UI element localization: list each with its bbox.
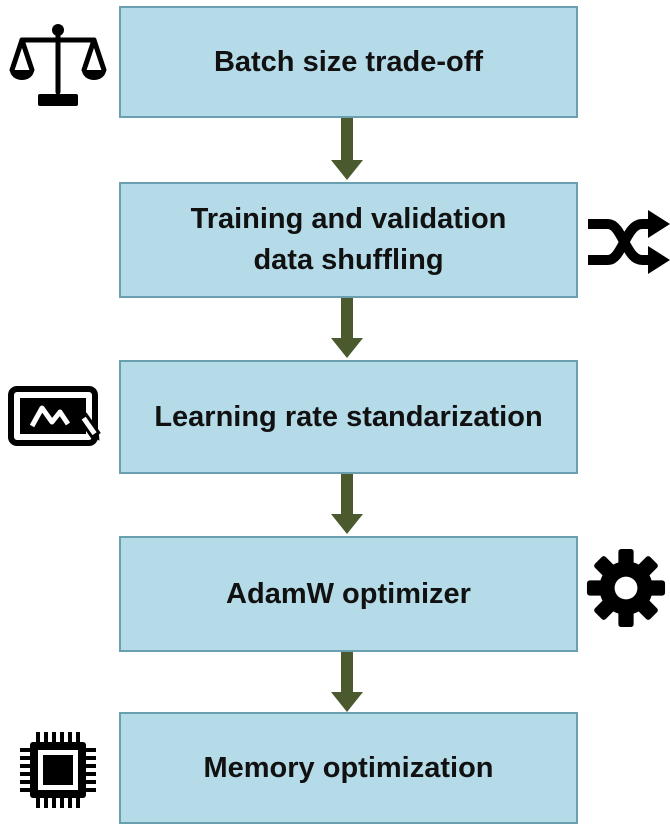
step-memory: Memory optimization (119, 712, 578, 824)
step-label: Memory optimization (203, 751, 494, 784)
flow-arrow (331, 474, 363, 534)
step-learning-rate: Learning rate standarization (119, 360, 578, 474)
step-label: Learning rate standarization (154, 400, 543, 433)
shuffle-icon (588, 210, 670, 274)
step-data-shuffling: Training and validation data shuffling (119, 182, 578, 298)
flow-arrow (331, 652, 363, 712)
step-label: Training and validation data shuffling (190, 203, 507, 276)
balance-scale-icon (9, 24, 107, 106)
step-adamw: AdamW optimizer (119, 536, 578, 652)
step-label: AdamW optimizer (226, 577, 471, 610)
flow-arrow (331, 298, 363, 358)
microchip-icon (20, 732, 96, 808)
step-batch-size: Batch size trade-off (119, 6, 578, 118)
chart-screen-icon (8, 386, 101, 446)
step-label: Batch size trade-off (213, 45, 484, 78)
flow-arrow (331, 118, 363, 180)
gear-icon (586, 548, 666, 628)
